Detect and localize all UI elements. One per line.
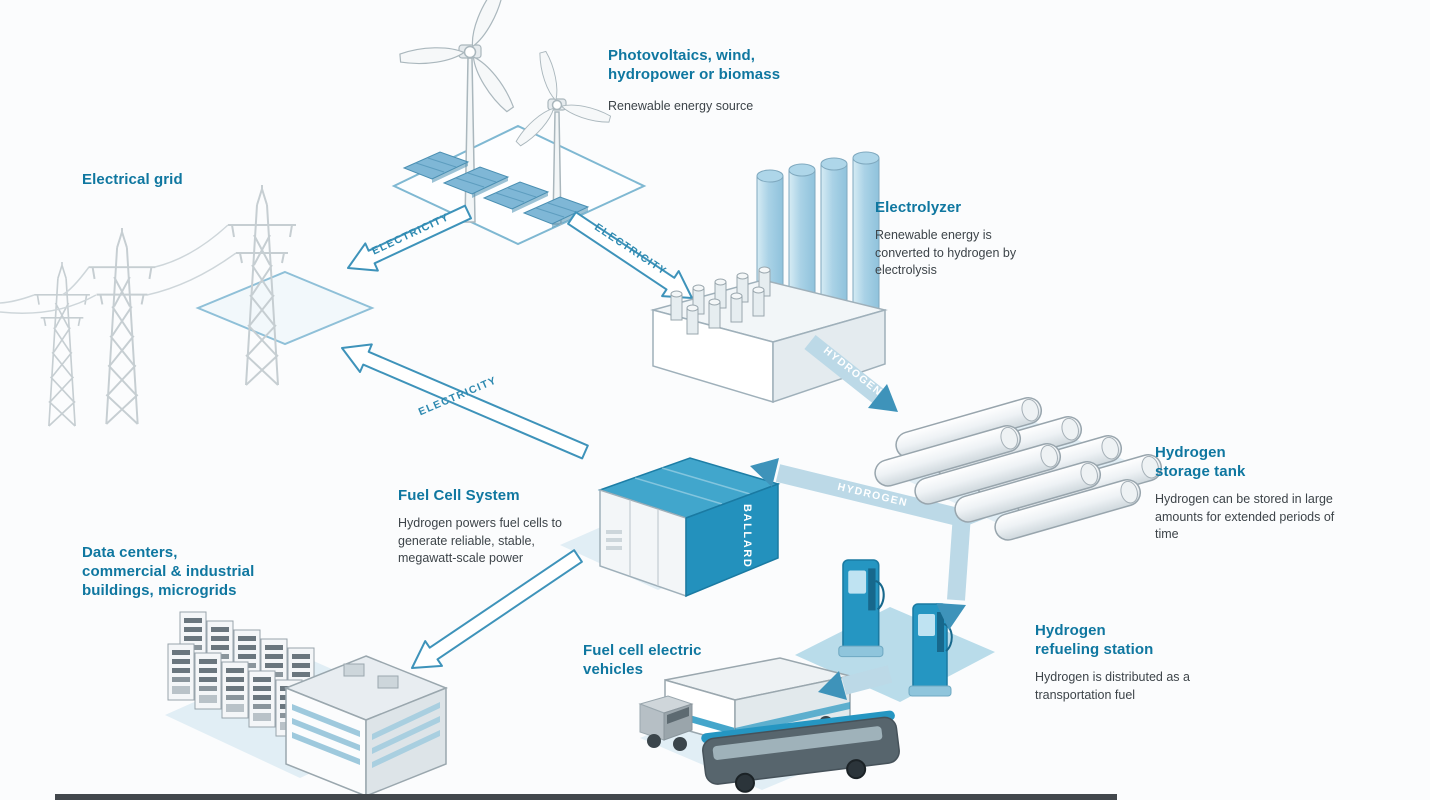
- grid-title: Electrical grid: [82, 171, 183, 188]
- power-grid-illustration: [0, 184, 375, 427]
- fuel-dispenser-icon: [837, 558, 885, 658]
- electricity-arrow-fuelcell-to-datacenters: [411, 549, 583, 669]
- ballard-logo-text: BALLARD: [741, 504, 753, 568]
- refueling-title: Hydrogen refueling station: [1035, 622, 1154, 659]
- arrowhead-to-fuelcell: [750, 458, 779, 487]
- electricity-flow-label: ELECTRICITY: [592, 221, 669, 278]
- electrolyzer-subtitle: Renewable energy is converted to hydroge…: [875, 228, 1017, 278]
- data-centers-label-group: Data centers, commercial & industrial bu…: [82, 543, 258, 601]
- arrowhead-to-refueling: [936, 603, 966, 630]
- storage-subtitle: Hydrogen can be stored in large amounts …: [1155, 492, 1335, 542]
- arrowhead-to-storage: [868, 384, 898, 412]
- renewables-title: Photovoltaics, wind, hydropower or bioma…: [608, 47, 781, 84]
- refueling-label-group: Hydrogen refueling station Hydrogen is d…: [1035, 621, 1211, 704]
- fuel-cell-subtitle: Hydrogen powers fuel cells to generate r…: [398, 516, 562, 566]
- arrowhead-to-vehicles: [818, 671, 847, 700]
- electrolyzer-label-group: Electrolyzer Renewable energy is convert…: [875, 198, 1043, 280]
- grid-label-group: Electrical grid: [82, 170, 183, 189]
- renewables-subtitle: Renewable energy source: [608, 99, 754, 114]
- hydrogen-flow-electrolyzer-to-storage: [804, 334, 884, 404]
- storage-label-group: Hydrogen storage tank Hydrogen can be st…: [1155, 443, 1347, 544]
- hydrogen-flow-storage-to-refueling: [947, 513, 971, 601]
- vehicles-illustration: [638, 657, 900, 793]
- flow-arrowheads: [750, 384, 966, 700]
- storage-title: Hydrogen storage tank: [1155, 444, 1246, 481]
- refueling-subtitle: Hydrogen is distributed as a transportat…: [1035, 670, 1190, 702]
- wind-turbine-icon: [513, 50, 612, 225]
- power-lines: [0, 224, 237, 314]
- electrolyzer-title: Electrolyzer: [875, 199, 962, 216]
- electricity-arrows: [341, 204, 693, 669]
- storage-tanks-illustration: [871, 393, 1166, 544]
- fuel-cell-label-group: Fuel Cell System Hydrogen powers fuel ce…: [398, 486, 580, 568]
- electricity-arrow-fuelcell-to-grid: [341, 343, 589, 460]
- fuel-cell-container-illustration: BALLARD: [597, 457, 781, 598]
- electricity-arrow-solar-to-electrolyzer: [567, 211, 693, 299]
- renewables-label-group: Photovoltaics, wind, hydropower or bioma…: [608, 46, 788, 116]
- commercial-building-illustration: [283, 655, 449, 798]
- vehicles-title: Fuel cell electric vehicles: [583, 642, 702, 679]
- data-center-illustration: [167, 611, 449, 798]
- electricity-arrow-solar-to-grid: [347, 204, 472, 272]
- bottom-edge-bar: [55, 794, 1117, 800]
- data-centers-title: Data centers, commercial & industrial bu…: [82, 544, 255, 600]
- electrolyzer-illustration: [650, 151, 888, 404]
- refueling-station-illustration: [795, 558, 995, 702]
- electricity-flow-label: ELECTRICITY: [370, 211, 451, 257]
- vehicles-label-group: Fuel cell electric vehicles: [583, 641, 718, 679]
- hydrogen-flow-refueling-to-vehicles: [841, 665, 893, 695]
- fuel-cell-title: Fuel Cell System: [398, 487, 520, 504]
- bus-icon: [701, 710, 900, 793]
- renewables-illustration: [391, 0, 647, 246]
